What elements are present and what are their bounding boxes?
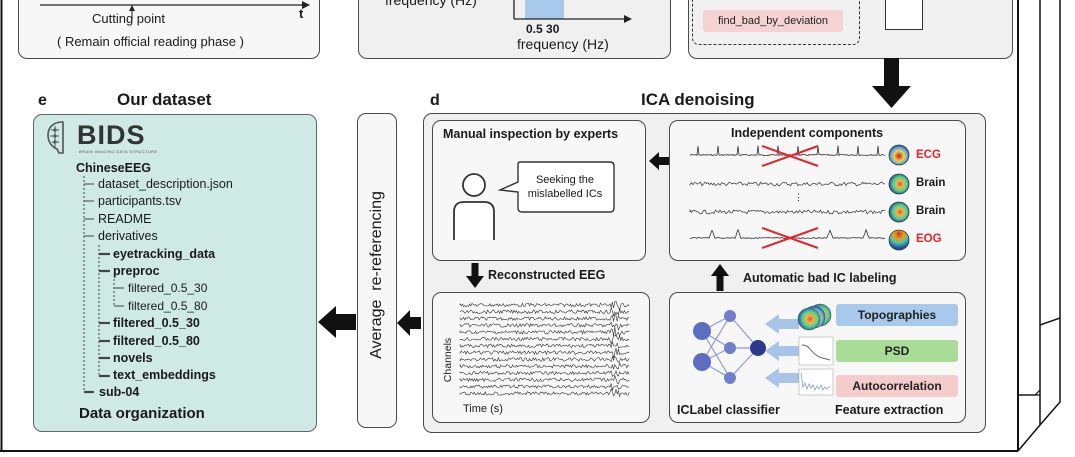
psd-thumbnail <box>798 336 834 366</box>
tree-item: filtered_0.5_80 <box>128 299 208 313</box>
find-bad-dashed-box <box>692 0 860 45</box>
ic-trace-eog <box>689 228 886 240</box>
file-tree: ChineseEEG dataset_description.json part… <box>0 0 320 457</box>
reject-cross-icon <box>761 227 819 249</box>
topography-thumbnails <box>797 303 832 331</box>
speech-bubble-text: Seeking the mislabelled ICs <box>527 174 603 200</box>
independent-components-title: Independent components <box>731 126 884 140</box>
ic-trace-brain <box>689 208 886 215</box>
reconstructed-eeg-label: Reconstructed EEG <box>488 268 606 282</box>
ic-label-brain-2: Brain <box>916 205 946 217</box>
tree-item: dataset_description.json <box>98 177 233 191</box>
eeg-channel-trace <box>459 370 630 377</box>
ic-topomaps <box>888 144 910 251</box>
tree-item: filtered_0.5_30 <box>113 316 200 330</box>
frequency-label: frequency (Hz) <box>517 36 609 52</box>
eeg-channel-trace <box>459 361 630 370</box>
tree-item: sub-04 <box>99 385 140 399</box>
feature-extraction-label: Feature extraction <box>835 403 944 417</box>
ic-traces: ⋮ <box>689 145 886 249</box>
channels-axis-label: Channels <box>442 337 454 383</box>
eeg-channel-trace <box>459 314 630 322</box>
left-arrow-to-manual <box>649 152 670 170</box>
bids-logo-text: BIDS <box>77 120 146 150</box>
frequency-ticks: 0.5 30 <box>526 22 560 36</box>
ic-label-brain-1: Brain <box>916 177 946 189</box>
tree-item: participants.tsv <box>98 194 182 208</box>
eeg-channel-trace <box>459 388 630 398</box>
manual-inspection-title: Manual inspection by experts <box>443 127 619 141</box>
passband-rect <box>525 0 564 19</box>
bids-logo-subtitle: BRAIN IMAGING DATA STRUCTURE <box>79 149 158 154</box>
tree-item: novels <box>113 351 153 365</box>
tree-item: text_embeddings <box>113 368 216 382</box>
eeg-channel-trace <box>459 374 630 385</box>
time-axis-label: Time (s) <box>463 403 503 415</box>
autocorrelation-thumbnail <box>798 368 834 396</box>
eeg-channel-trace <box>459 341 630 349</box>
ic-label-ecg: ECG <box>916 149 941 161</box>
eeg-channel-trace <box>459 300 630 311</box>
panel-d-letter: d <box>430 92 440 109</box>
brain-logo-icon <box>47 121 64 154</box>
ic-label-eog: EOG <box>916 233 942 245</box>
eeg-channel-trace <box>459 321 630 331</box>
rereferencing-panel <box>357 113 397 428</box>
eeg-channel-trace <box>459 348 630 358</box>
t-axis-label: t <box>299 6 304 21</box>
frequency-axis <box>513 0 632 23</box>
panel-e-title: Our dataset <box>117 90 212 109</box>
tree-item: eyetracking_data <box>113 247 216 261</box>
tree-item: README <box>98 212 152 226</box>
feature-arrows <box>765 314 799 388</box>
eeg-channel-trace <box>459 383 630 392</box>
panel-e-letter: e <box>38 92 47 109</box>
tree-item: preproc <box>113 264 160 278</box>
eeg-traces <box>459 300 630 398</box>
eeg-channel-trace <box>459 326 630 337</box>
eeg-channel-trace <box>459 355 630 363</box>
neural-network-icon <box>693 310 766 384</box>
autocorrelation-pill: Autocorrelation <box>836 375 958 397</box>
topographies-pill: Topographies <box>836 304 958 326</box>
expert-person-icon <box>453 173 495 240</box>
remain-phase-label: ( Remain official reading phase ) <box>57 34 244 49</box>
automatic-labeling-label: Automatic bad IC labeling <box>743 271 897 285</box>
iclabel-classifier-label: ICLabel classifier <box>677 403 780 417</box>
speech-bubble <box>497 161 615 213</box>
down-arrow-to-reconstructed <box>466 263 484 288</box>
ic-ellipsis: ⋮ <box>794 192 803 202</box>
dataset-panel <box>33 114 317 432</box>
tree-item: filtered_0.5_30 <box>128 281 208 295</box>
tree-item: ChineseEEG <box>76 161 152 175</box>
top-left-panel <box>18 0 320 59</box>
data-organization-label: Data organization <box>79 405 205 422</box>
left-arrow-to-rereference <box>397 310 421 336</box>
ic-trace-brain <box>689 181 886 187</box>
tree-item: filtered_0.5_80 <box>113 334 200 348</box>
frequency-top-label: frequency (Hz) <box>385 0 477 8</box>
reject-cross-icon <box>761 145 819 167</box>
tree-lines <box>83 176 124 394</box>
rereferencing-label: Average re-referencing <box>368 191 385 359</box>
tree-item: derivatives <box>98 229 158 243</box>
psd-pill: PSD <box>836 340 958 362</box>
eeg-channel-trace <box>459 334 630 345</box>
time-axis <box>40 1 310 20</box>
eeg-channel-trace <box>459 307 630 317</box>
panel-d-title: ICA denoising <box>641 90 755 109</box>
up-arrow-to-components <box>711 264 729 291</box>
find-bad-pill: find_bad_by_deviation <box>703 10 843 32</box>
top-right-square <box>885 0 923 30</box>
down-arrow-to-ica <box>872 58 911 108</box>
cutting-point-label: Cutting point <box>92 11 165 26</box>
left-arrow-to-dataset <box>318 306 356 338</box>
